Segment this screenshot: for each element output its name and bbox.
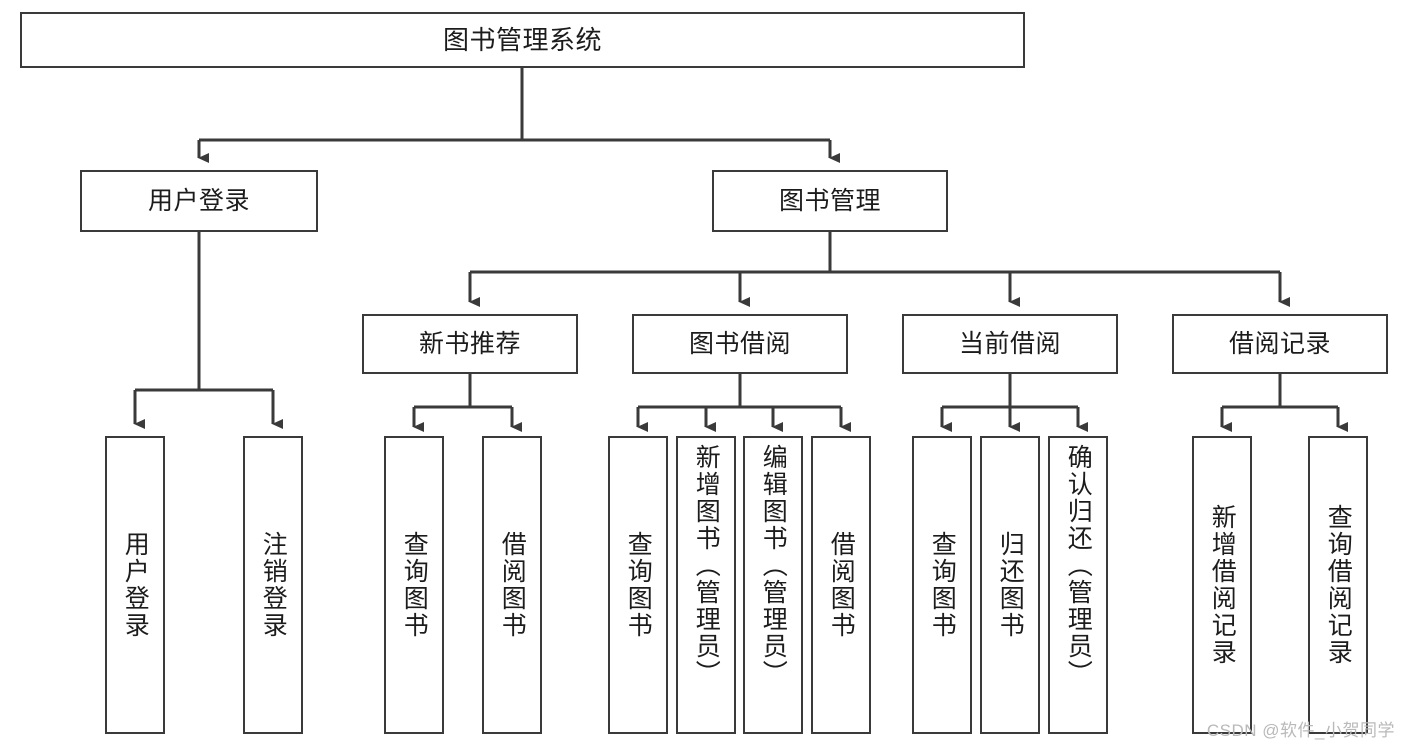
leaf-add-book-admin[interactable]: 新增图书（管理员） [676,436,736,734]
leaf-query-book-recommend[interactable]: 查询图书 [384,436,444,734]
leaf-borrow-book[interactable]: 借阅图书 [811,436,871,734]
node-label: 查询借阅记录 [1324,504,1353,666]
leaf-query-book-current[interactable]: 查询图书 [912,436,972,734]
node-label: 注销登录 [259,531,288,639]
leaf-query-book-borrow[interactable]: 查询图书 [608,436,668,734]
node-label: 当前借阅 [958,329,1061,358]
node-current-borrow[interactable]: 当前借阅 [902,314,1118,374]
node-label: 借阅图书 [827,531,856,639]
node-book-borrow[interactable]: 图书借阅 [632,314,848,374]
csdn-watermark: CSDN @软件_小贺同学 [1206,721,1395,740]
node-label: 编辑图书（管理员） [759,444,788,687]
leaf-add-borrow-record[interactable]: 新增借阅记录 [1192,436,1252,734]
leaf-confirm-return-admin[interactable]: 确认归还（管理员） [1048,436,1108,734]
node-label: 借阅图书 [498,531,527,639]
leaf-return-book[interactable]: 归还图书 [980,436,1040,734]
leaf-user-login[interactable]: 用户登录 [105,436,165,734]
node-label: 新书推荐 [418,329,521,358]
node-label: 查询图书 [400,531,429,639]
node-label: 查询图书 [928,531,957,639]
node-label: 图书管理 [778,186,881,215]
node-label: 用户登录 [121,531,150,639]
leaf-edit-book-admin[interactable]: 编辑图书（管理员） [743,436,803,734]
node-label: 用户登录 [147,186,250,215]
node-label: 新增借阅记录 [1208,504,1237,666]
node-label: 图书管理系统 [442,25,602,55]
node-new-book-recommend[interactable]: 新书推荐 [362,314,578,374]
node-label: 确认归还（管理员） [1064,444,1093,687]
node-book-management[interactable]: 图书管理 [712,170,948,232]
node-label: 图书借阅 [688,329,791,358]
node-label: 借阅记录 [1228,329,1331,358]
leaf-borrow-book-recommend[interactable]: 借阅图书 [482,436,542,734]
node-label: 归还图书 [996,531,1025,639]
leaf-user-logout[interactable]: 注销登录 [243,436,303,734]
node-label: 新增图书（管理员） [692,444,721,687]
node-label: 查询图书 [624,531,653,639]
leaf-query-borrow-record[interactable]: 查询借阅记录 [1308,436,1368,734]
node-user-login[interactable]: 用户登录 [80,170,318,232]
node-root-book-management-system[interactable]: 图书管理系统 [20,12,1025,68]
node-borrow-records[interactable]: 借阅记录 [1172,314,1388,374]
